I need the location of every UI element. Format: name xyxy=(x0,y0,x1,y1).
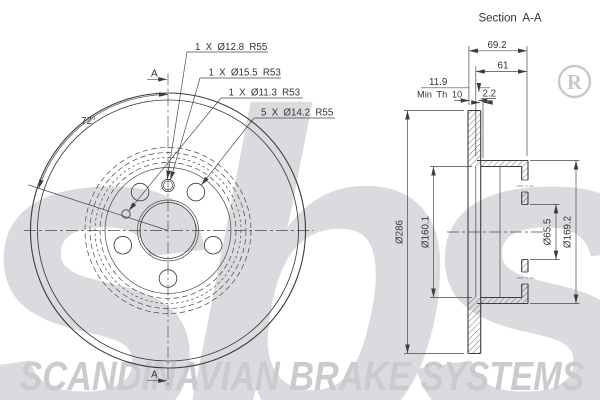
dim-step: 2.2 xyxy=(483,89,497,100)
center-bore-circle xyxy=(139,202,197,259)
dim-hat-depth: 61 xyxy=(498,61,509,72)
dim-friction-inner-diameter: Ø160.1 xyxy=(421,216,432,248)
dim-flange-offset: 11.9 xyxy=(429,77,447,88)
extension-lines-bore xyxy=(530,204,560,260)
disc-circles xyxy=(29,92,307,369)
disc-outer-chamfer xyxy=(37,99,299,362)
bore-edges xyxy=(521,203,528,261)
callout-leader xyxy=(169,77,281,181)
section-cut-markers: A A xyxy=(147,69,168,383)
hatch-hat-wall-bottom xyxy=(480,297,528,304)
callout-label-bolt-holes: 5 X Ø14.2 R55 xyxy=(261,108,334,119)
dim-hat-diameter: Ø169.2 xyxy=(563,216,574,248)
hatch-hub xyxy=(521,259,528,272)
brand-watermark-text: SCANDINAVIAN BRAKE SYSTEMS xyxy=(20,353,585,399)
bolt-hole xyxy=(113,235,133,255)
section-marker-top-label: A xyxy=(151,69,158,80)
front-view: 72° A A 1 X Ø12.8 R55 1 X Ø15.5 R53 1 X … xyxy=(24,42,335,387)
angle-dimension: 72° xyxy=(28,92,169,231)
friction-band-circle-hidden xyxy=(84,147,252,314)
diameter-dimensions: Ø286 Ø160.1 Ø65.5 Ø169.2 xyxy=(395,110,580,354)
disc-outer-edge xyxy=(29,92,307,369)
friction-band-circle-hidden xyxy=(94,157,242,304)
dim-line-flange-offset xyxy=(421,84,490,93)
hatch-hub xyxy=(521,284,528,298)
callout-label-pin-11-3: 1 X Ø11.3 R53 xyxy=(229,88,301,99)
section-title: Section A-A xyxy=(478,13,541,25)
dim-min-thickness: Min Th 10 xyxy=(417,90,462,100)
registered-letter: R xyxy=(567,70,583,94)
hatch-disc-bottom xyxy=(468,297,481,354)
section-hatching xyxy=(468,110,528,354)
hub-bolt-hole-edges xyxy=(521,179,528,285)
hatch-hub xyxy=(521,192,528,205)
dim-underline-step xyxy=(480,98,496,158)
angle-reference-line xyxy=(28,184,169,231)
friction-band-circle-hidden xyxy=(99,162,237,299)
hatch-disc-top xyxy=(468,110,481,167)
extension-lines-outer-diameter xyxy=(404,110,464,354)
angle-arc xyxy=(38,92,169,189)
friction-band-circle-hidden xyxy=(89,152,247,309)
bolt-hole xyxy=(186,182,206,202)
callout-label-pin-12-8: 1 X Ø12.8 R55 xyxy=(195,42,268,53)
angle-label: 72° xyxy=(81,116,96,127)
bolt-hole-centerlines xyxy=(516,185,534,279)
hat-flange-circle xyxy=(104,167,232,294)
dim-total-width: 69.2 xyxy=(487,40,506,51)
callout-leader xyxy=(166,51,268,180)
bolt-holes xyxy=(113,182,223,288)
bolt-hole xyxy=(203,235,223,255)
hatch-hat-wall-top xyxy=(480,160,528,167)
registered-circle xyxy=(557,64,592,99)
small-pin-hole xyxy=(121,209,131,219)
dim-bore-diameter: Ø65.5 xyxy=(543,218,554,245)
section-view: Section A-A 69.2 xyxy=(395,13,580,355)
dim-outer-diameter: Ø286 xyxy=(395,219,406,244)
callout-leader xyxy=(128,97,303,212)
callout-label-pin-15-5: 1 X Ø15.5 R53 xyxy=(209,68,282,79)
registered-trademark-icon: R xyxy=(557,64,592,99)
extension-lines-total-width xyxy=(468,46,528,156)
width-dimensions: 69.2 61 11.9 Min Th 10 2.2 xyxy=(417,40,528,158)
hat-wall-profile xyxy=(477,159,528,305)
extension-lines-hat-diameter xyxy=(530,160,580,304)
extension-lines-friction-inner xyxy=(430,166,472,298)
section-marker-bottom-label: A xyxy=(151,370,158,381)
bore-chamfer-circle xyxy=(137,199,199,262)
hole-callouts: 1 X Ø12.8 R55 1 X Ø15.5 R53 1 X Ø11.3 R5… xyxy=(128,42,335,212)
hatch-hub xyxy=(521,166,528,180)
callout-leader xyxy=(201,117,335,186)
bolt-hole xyxy=(158,269,178,288)
